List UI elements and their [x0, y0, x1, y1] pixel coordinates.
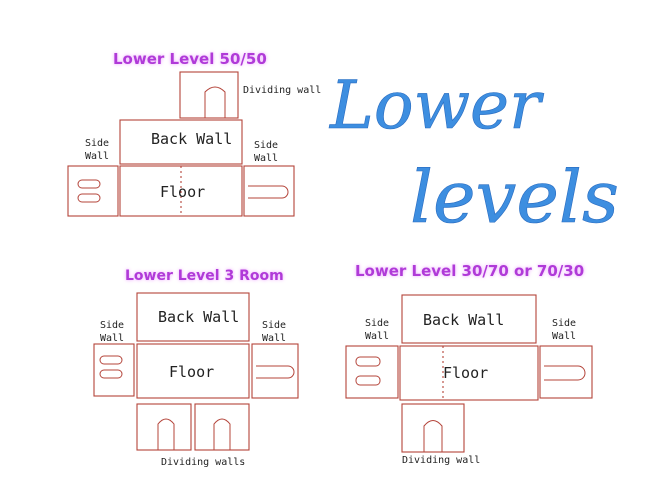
three-room-title: Lower Level 3 Room	[125, 268, 284, 284]
side-label-line-2: Wall	[85, 151, 110, 162]
banner-line-1: Lower	[329, 67, 544, 144]
thirty-seventy-dividing-wall-label: Dividing wall	[402, 455, 481, 466]
side-label-line-1: Side	[262, 320, 287, 331]
fifty-title: Lower Level 50/50	[113, 50, 267, 68]
dividing-wall-panel-2	[194, 403, 250, 451]
layout-thirty-seventy	[345, 294, 593, 453]
layout-fifty	[67, 71, 295, 217]
fifty-dividing-wall-label: Dividing wall	[243, 85, 322, 96]
floor-panel	[399, 345, 539, 401]
side-label-line-1: Side	[552, 318, 577, 329]
side-label-line-1: Side	[85, 138, 110, 149]
side-label-line-1: Side	[100, 320, 125, 331]
fifty-back-wall-label: Back Wall	[151, 130, 233, 148]
fifty-floor-label: Floor	[160, 183, 206, 201]
side-label-line-1: Side	[365, 318, 390, 329]
banner-line-2: levels	[410, 155, 619, 239]
fifty-side-wall-right-label: Side Wall	[254, 139, 278, 165]
floor-panel	[136, 343, 250, 399]
thirty-seventy-back-wall-label: Back Wall	[423, 311, 505, 329]
three-room-dividing-walls-label: Dividing walls	[161, 457, 246, 468]
left-side-wall-panel	[67, 165, 119, 217]
dividing-wall-panel	[401, 403, 465, 453]
layout-three-room	[93, 292, 299, 451]
side-label-line-1: Side	[254, 140, 279, 151]
right-side-wall-panel	[539, 345, 593, 399]
right-side-wall-panel	[251, 343, 299, 399]
side-label-line-2: Wall	[254, 153, 279, 164]
floor-panel	[119, 165, 243, 217]
three-room-side-wall-left-label: Side Wall	[100, 319, 124, 345]
side-label-line-2: Wall	[262, 333, 287, 344]
thirty-seventy-floor-label: Floor	[443, 364, 489, 382]
back-wall-panel	[119, 119, 243, 165]
thirty-seventy-side-wall-right-label: Side Wall	[552, 317, 576, 343]
three-room-floor-label: Floor	[169, 363, 215, 381]
thirty-seventy-side-wall-left-label: Side Wall	[365, 317, 389, 343]
left-side-wall-panel	[93, 343, 135, 397]
left-side-wall-panel	[345, 345, 399, 399]
side-label-line-2: Wall	[100, 333, 125, 344]
right-side-wall-panel	[243, 165, 295, 217]
back-wall-panel	[401, 294, 537, 344]
back-wall-panel	[136, 292, 250, 342]
three-room-back-wall-label: Back Wall	[158, 308, 240, 326]
side-label-line-2: Wall	[365, 331, 390, 342]
thirty-seventy-title: Lower Level 30/70 or 70/30	[355, 262, 585, 280]
three-room-side-wall-right-label: Side Wall	[262, 319, 286, 345]
fifty-side-wall-left-label: Side Wall	[85, 137, 109, 163]
dividing-wall-panel	[179, 71, 239, 119]
dividing-wall-panel-1	[136, 403, 192, 451]
side-label-line-2: Wall	[552, 331, 577, 342]
